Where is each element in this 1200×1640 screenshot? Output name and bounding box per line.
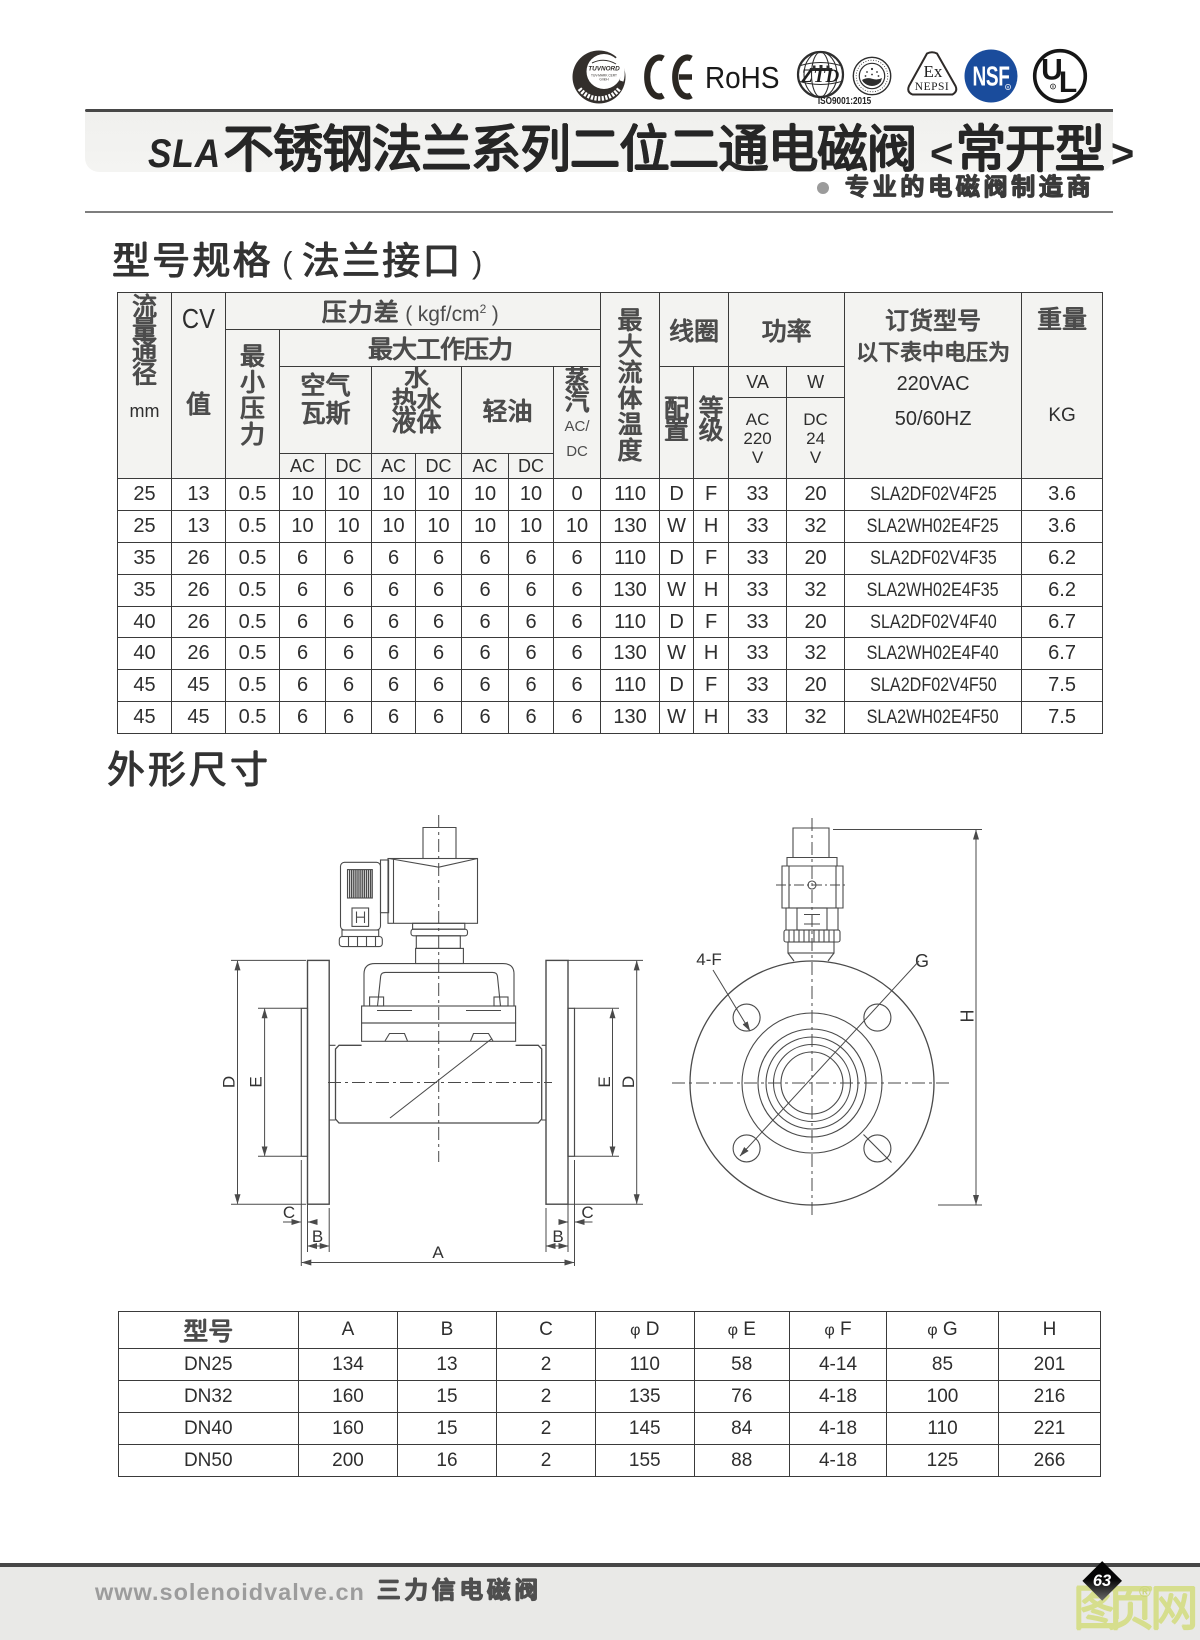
svg-text:NEPSI: NEPSI bbox=[915, 81, 949, 93]
svg-text:ZTD: ZTD bbox=[800, 66, 839, 87]
svg-text:D: D bbox=[220, 1076, 239, 1088]
svg-text:R: R bbox=[1052, 85, 1055, 89]
svg-text:4-F: 4-F bbox=[696, 950, 722, 969]
svg-text:H: H bbox=[958, 1010, 978, 1023]
svg-text:A: A bbox=[432, 1243, 444, 1262]
svg-text:D: D bbox=[619, 1076, 638, 1088]
svg-text:C: C bbox=[581, 1203, 593, 1222]
svg-text:C: C bbox=[283, 1203, 295, 1222]
svg-text:NSF: NSF bbox=[972, 61, 1009, 93]
svg-text:E: E bbox=[595, 1076, 614, 1087]
svg-text:B: B bbox=[312, 1227, 323, 1246]
svg-text:GmbH: GmbH bbox=[599, 78, 609, 82]
svg-text:TUVNORD: TUVNORD bbox=[588, 66, 620, 73]
svg-text:R: R bbox=[1007, 86, 1010, 90]
svg-text:L: L bbox=[1059, 66, 1077, 99]
svg-text:E: E bbox=[247, 1076, 266, 1087]
svg-text:Ex: Ex bbox=[924, 62, 943, 81]
svg-text:B: B bbox=[552, 1227, 563, 1246]
svg-text:U: U bbox=[1041, 54, 1063, 87]
svg-text:TUV-MARK CERT: TUV-MARK CERT bbox=[591, 74, 617, 78]
svg-text:G: G bbox=[915, 951, 929, 971]
